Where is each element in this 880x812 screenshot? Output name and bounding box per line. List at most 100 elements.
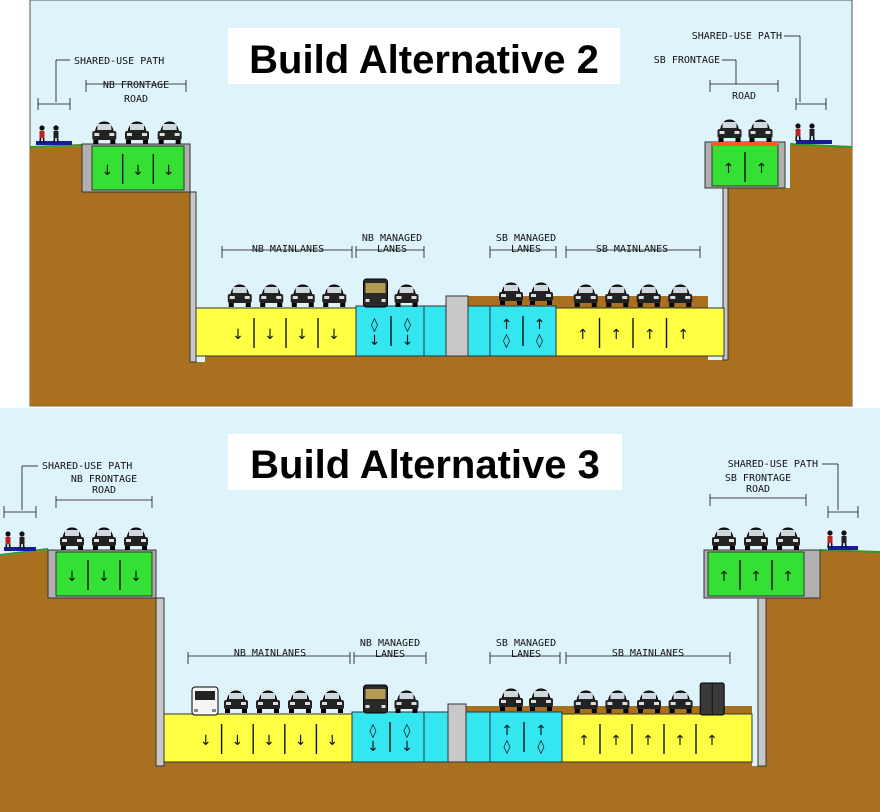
vehicles-sb-mainlanes — [573, 682, 725, 716]
bus — [191, 686, 219, 716]
label-shared-use-path-left: SHARED-USE PATH — [74, 56, 164, 67]
lane-arrow: ↑ — [501, 723, 513, 739]
lane-arrow: ◊ — [504, 739, 511, 755]
label-sb-mainlanes: SB MAINLANES — [612, 648, 684, 659]
lane-arrow: ↑ — [578, 733, 590, 749]
car — [92, 121, 117, 144]
label-sb-managed: SB MANAGED — [496, 233, 556, 244]
sb-managed-shoulder — [467, 305, 491, 357]
grass-right — [789, 143, 853, 148]
sb-managed-lanes — [489, 711, 563, 763]
lane-arrow: ↑ — [677, 327, 689, 343]
sb-managed-shoulder — [465, 711, 491, 763]
lane-arrow: ↑ — [642, 733, 654, 749]
label-nb-mainlanes: NB MAINLANES — [234, 648, 306, 659]
label-shared-use-path-right: SHARED-USE PATH — [692, 31, 782, 42]
nb-managed-lanes — [351, 711, 425, 763]
panel-build-alternative-2: ↓↓↓ ↑↑ ↓↓↓↓ ◊↓◊↓ ↑◊↑◊ ↑↑↑↑ Build Alterna… — [29, 0, 853, 407]
vehicles-sb-managed — [499, 688, 553, 711]
car — [125, 121, 149, 144]
lane-arrow: ◊ — [503, 333, 510, 349]
lanes-nb-frontage: ↓↓↓ — [66, 560, 142, 590]
lane-arrow: ◊ — [536, 333, 543, 349]
pedestrian — [841, 530, 847, 549]
lane-arrow: ↓ — [264, 327, 276, 343]
lanes-sb-managed: ↑◊↑◊ — [501, 722, 547, 755]
retaining-wall-right — [722, 187, 729, 361]
lane-arrow: ◊ — [404, 723, 411, 739]
label-sb-frontage: SB FRONTAGE — [654, 55, 720, 66]
car — [636, 284, 661, 307]
vehicles-sb-frontage — [712, 527, 800, 550]
grass-left — [29, 144, 83, 148]
median-barrier — [447, 703, 467, 763]
nb-mainlanes — [195, 307, 357, 357]
car — [224, 690, 248, 713]
label-nb-managed: NB MANAGED — [362, 233, 422, 244]
car — [259, 284, 284, 307]
pedestrian — [809, 123, 815, 142]
pedestrians-left — [5, 531, 25, 550]
truck — [699, 682, 725, 716]
label-shared-use-path-left: SHARED-USE PATH — [42, 461, 132, 472]
lane-arrow: ↓ — [232, 733, 244, 749]
lanes-sb-mainlanes: ↑↑↑↑↑ — [578, 724, 718, 754]
pedestrian — [19, 531, 25, 550]
car — [605, 284, 630, 307]
lane-arrow: ↓ — [367, 739, 379, 755]
nb-managed-shoulder — [423, 305, 447, 357]
lane-arrow: ↑ — [534, 317, 546, 333]
lane-arrow: ↓ — [295, 733, 307, 749]
lane-arrow: ↓ — [402, 333, 414, 349]
retaining-wall-left — [155, 597, 165, 767]
grass-right — [819, 549, 880, 553]
lanes-nb-managed: ◊↓◊↓ — [367, 722, 413, 755]
car — [227, 284, 252, 307]
car — [394, 690, 419, 713]
label-nb-frontage-road: ROAD — [124, 94, 148, 105]
lane-arrow: ↓ — [98, 569, 110, 585]
pedestrian — [827, 530, 833, 549]
lane-arrow: ↓ — [369, 333, 381, 349]
pedestrian — [39, 125, 45, 144]
pedestrians-right — [795, 123, 815, 142]
title-box — [228, 28, 620, 84]
pedestrian — [53, 125, 59, 144]
lanes-sb-managed: ↑◊↑◊ — [501, 316, 546, 349]
title-box — [228, 434, 622, 490]
car — [124, 527, 148, 550]
retaining-wall-left — [189, 191, 197, 363]
lanes-sb-frontage: ↑↑↑ — [718, 560, 794, 590]
lane-arrow: ↓ — [101, 163, 113, 179]
lanes-nb-mainlanes: ↓↓↓↓ — [232, 318, 340, 348]
lanes-nb-frontage: ↓↓↓ — [101, 154, 175, 184]
label-nb-frontage: NB FRONTAGE — [103, 80, 169, 91]
car — [712, 527, 736, 550]
lane-arrow: ↑ — [706, 733, 718, 749]
car — [288, 690, 312, 713]
lane-arrow: ↓ — [66, 569, 78, 585]
retaining-wall-right — [757, 597, 767, 767]
lane-arrow: ↑ — [610, 327, 622, 343]
panel-title: Build Alternative 3 — [250, 443, 600, 487]
lanes-nb-mainlanes: ↓↓↓↓↓ — [200, 724, 338, 754]
label-nb-frontage-road: ROAD — [92, 485, 116, 496]
label-sb-managed-lanes: LANES — [511, 649, 541, 660]
car — [499, 282, 523, 305]
lanes-sb-mainlanes: ↑↑↑↑ — [577, 318, 689, 348]
car — [322, 284, 347, 307]
label-shared-use-path-right: SHARED-USE PATH — [728, 459, 818, 470]
vehicles-sb-frontage — [717, 119, 773, 142]
pedestrians-left — [39, 125, 59, 144]
car — [529, 688, 553, 711]
vehicles-nb-frontage — [92, 121, 182, 144]
lane-arrow: ↑ — [723, 161, 735, 177]
nb-managed-lanes — [355, 305, 425, 357]
label-sb-frontage-road: ROAD — [746, 484, 770, 495]
pedestrian — [5, 531, 11, 550]
car — [573, 690, 598, 713]
label-sb-frontage: SB FRONTAGE — [725, 473, 791, 484]
vehicles-sb-mainlanes — [573, 284, 693, 307]
car — [320, 690, 344, 713]
lane-arrow: ↓ — [296, 327, 308, 343]
